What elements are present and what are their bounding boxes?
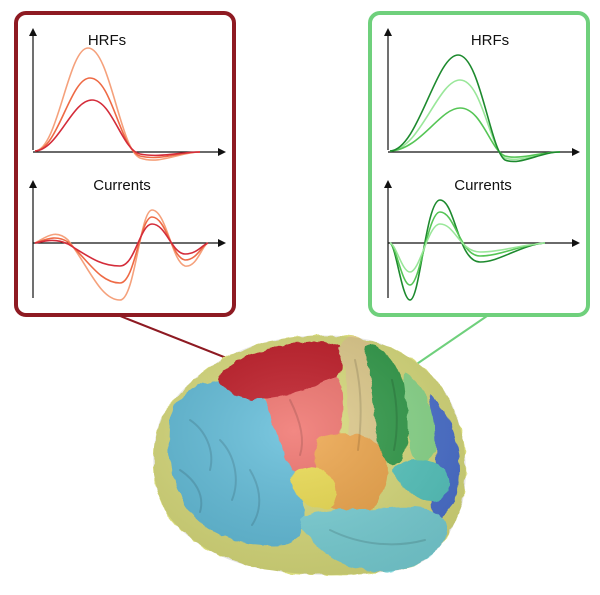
right-current-curve-2 <box>389 211 546 286</box>
right-panel-border <box>368 11 590 317</box>
left-hrf-title: HRFs <box>88 32 126 49</box>
right-hrf-curve-2 <box>389 107 561 158</box>
right-currents-title: Currents <box>454 177 512 194</box>
right-hrf-curve-3 <box>389 54 561 163</box>
left-hrf-curve-2 <box>34 77 201 159</box>
right-hrf-curve-1 <box>389 79 561 160</box>
right-current-curve-1 <box>389 199 546 301</box>
left-currents-title: Currents <box>93 177 151 194</box>
right-current-curve-3 <box>389 223 546 273</box>
brain-sulci <box>179 359 426 546</box>
right-hrf-title: HRFs <box>471 32 509 49</box>
right-connector-line <box>407 315 488 371</box>
brain-surface <box>153 335 466 575</box>
right-panel: HRFs Currents <box>368 11 590 317</box>
left-current-curve-1 <box>34 209 209 301</box>
left-hrf-curve-3 <box>34 99 201 157</box>
left-current-curve-3 <box>34 223 209 267</box>
left-current-curve-2 <box>34 216 209 284</box>
brain-shading <box>153 335 466 575</box>
left-hrf-curve-1 <box>34 47 201 161</box>
left-panel: HRFs Currents <box>14 11 236 317</box>
left-panel-border <box>14 11 236 317</box>
